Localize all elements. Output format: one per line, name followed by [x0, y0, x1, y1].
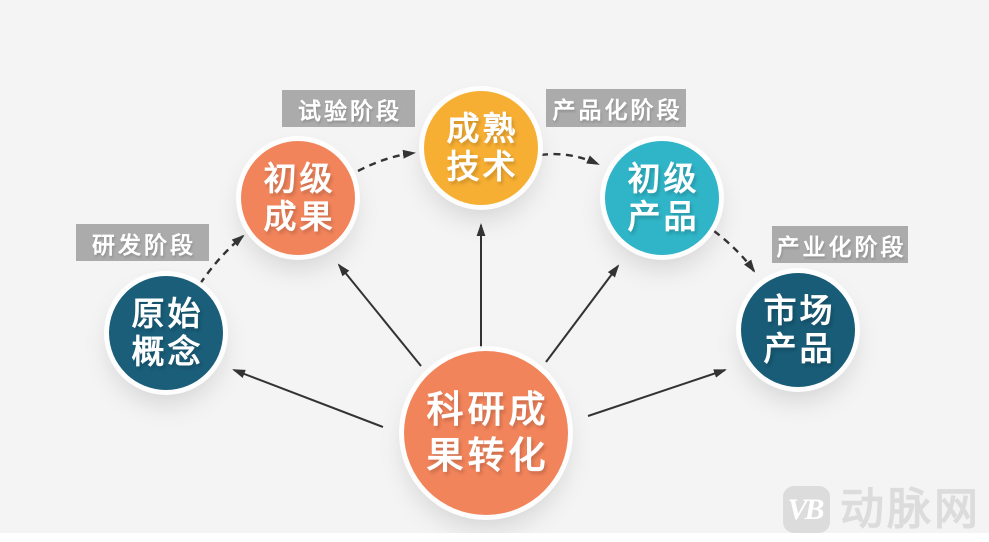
solid-arrow-hub-to-original-concept: [232, 369, 384, 428]
node-primary-results: 初级成果: [241, 141, 355, 255]
node-hub: 科研成果转化: [404, 351, 568, 515]
vb-logo-letters: VB: [787, 492, 824, 526]
node-mature-technology-label-line: 成熟: [446, 109, 519, 147]
node-primary-product-label-line: 初级: [627, 159, 700, 197]
node-market-product: 市场产品: [741, 273, 855, 387]
vb-logo-icon: VB: [783, 486, 830, 533]
node-original-concept-label-line: 原始: [131, 294, 204, 332]
node-mature-technology: 成熟技术: [424, 91, 538, 205]
stage-label-rd-stage: 研发阶段: [76, 224, 209, 261]
node-original-concept: 原始概念: [109, 276, 223, 390]
watermark: VB 动脉网: [783, 486, 981, 533]
stage-label-experiment-stage: 试验阶段: [282, 90, 415, 127]
node-primary-product: 初级产品: [605, 141, 719, 255]
node-mature-technology-label-line: 技术: [446, 148, 519, 185]
node-original-concept-label-line: 概念: [131, 333, 204, 370]
stage-label-industrialization-stage: 产业化阶段: [772, 226, 908, 263]
solid-arrow-hub-to-primary-product: [545, 264, 620, 363]
dashed-arrow-primary-results-to-mature-technology: [357, 149, 416, 173]
node-hub-label-line: 科研成: [426, 388, 550, 430]
solid-arrow-hub-to-market-product: [587, 369, 727, 417]
stage-label-productization-stage: 产品化阶段: [546, 89, 686, 127]
watermark-brand-text: 动脉网: [840, 484, 981, 534]
node-market-product-label-line: 产品: [763, 330, 836, 367]
node-market-product-label-line: 市场: [763, 291, 836, 329]
dashed-arrow-primary-product-to-market-product: [713, 230, 756, 273]
dashed-arrow-mature-technology-to-primary-product: [540, 152, 600, 166]
node-primary-results-label-line: 成果: [263, 198, 336, 235]
node-hub-label-line: 果转化: [426, 435, 550, 476]
bottom-strip: [0, 533, 989, 542]
node-primary-product-label-line: 产品: [627, 198, 700, 235]
node-primary-results-label-line: 初级: [263, 159, 336, 197]
solid-arrow-hub-to-primary-results: [337, 263, 422, 367]
